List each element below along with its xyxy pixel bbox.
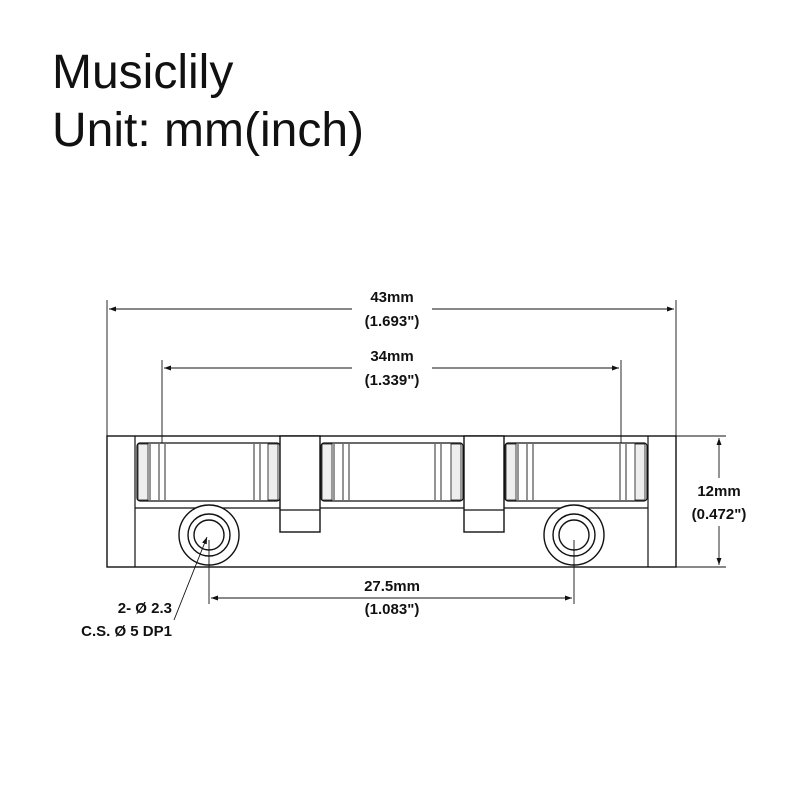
overall-length-inch: (1.693")	[365, 313, 420, 330]
callout-leader	[173, 536, 208, 621]
saddle-roller-3	[504, 442, 648, 502]
saddle-roller-1	[136, 442, 281, 502]
saddle-roller-2	[320, 442, 464, 502]
saddle-span-inch: (1.339")	[365, 372, 420, 389]
dimension-saddle-span: 34mm (1.339")	[161, 348, 622, 443]
dimension-height: 12mm (0.472")	[676, 435, 747, 568]
hole-spacing-inch: (1.083")	[365, 601, 420, 618]
hole-callout: 2- Ø 2.3 C.S. Ø 5 DP1	[81, 536, 208, 640]
height-inch: (0.472")	[692, 506, 747, 523]
height-mm: 12mm	[697, 483, 740, 500]
mounting-hole-right	[543, 504, 605, 566]
hole-note-line2: C.S. Ø 5 DP1	[81, 623, 172, 640]
brand-name: Musiclily	[52, 46, 234, 99]
overall-length-mm: 43mm	[370, 289, 413, 306]
hole-note-line1: 2- Ø 2.3	[118, 600, 172, 617]
dimension-hole-spacing: 27.5mm (1.083")	[208, 540, 575, 618]
mounting-hole-left	[178, 504, 240, 566]
hole-spacing-mm: 27.5mm	[364, 578, 420, 595]
divider-right	[463, 435, 505, 533]
dimension-overall-length: 43mm (1.693")	[106, 289, 677, 436]
saddle-span-mm: 34mm	[370, 348, 413, 365]
unit-label: Unit: mm(inch)	[52, 104, 365, 157]
page-title: Musiclily Unit: mm(inch)	[52, 44, 364, 160]
divider-left	[279, 435, 321, 533]
